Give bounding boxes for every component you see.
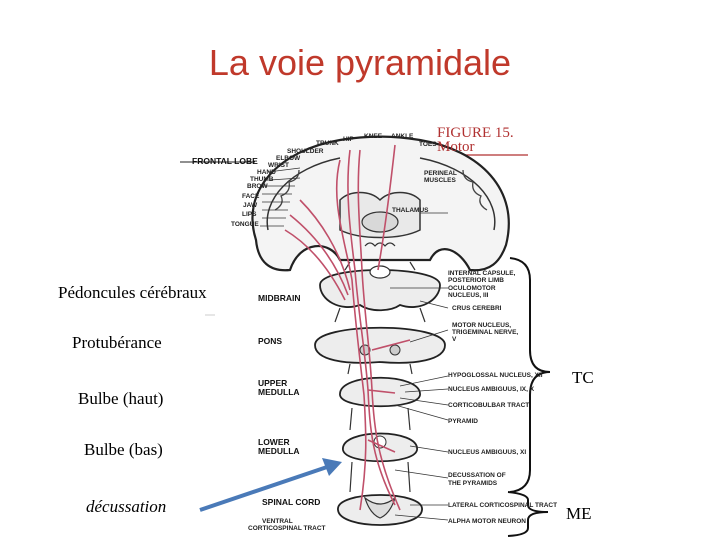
label-bulbe-bas: Bulbe (bas) [84,440,163,459]
label-alpha-motor: ALPHA MOTOR NEURON [448,518,526,525]
tc-brace [509,257,551,493]
label-ambiguus-upper: NUCLEUS AMBIGUUS, IX, X [448,386,535,393]
label-me: ME [566,504,592,523]
label-decussation-2: THE PYRAMIDS [448,480,498,487]
label-oculomotor: OCULOMOTOR NUCLEUS, III [448,285,496,299]
homunculus-shoulder: SHOULDER [287,148,324,155]
homunculus-ankle: ANKLE [391,133,414,140]
label-corticobulbar: CORTICOBULBAR TRACT [448,402,530,409]
label-tc: TC [572,368,594,387]
label-crus-cerebri: CRUS CEREBRI [452,305,502,312]
label-bulbe-haut: Bulbe (haut) [78,389,164,408]
level-upper-medulla-1: UPPER [258,378,288,388]
arrow-head [322,458,342,476]
label-ventral-cst-2: CORTICOSPINAL TRACT [248,525,326,532]
label-pyramid: PYRAMID [448,418,478,425]
page-title: La voie pyramidale [208,42,512,83]
decussation-arrow [199,464,331,512]
label-thalamus: THALAMUS [392,207,429,214]
level-midbrain: MIDBRAIN [258,293,301,303]
homunculus-jaw: JAW [243,202,258,209]
homunculus-wrist: WRIST [268,162,289,169]
label-internal-capsule: INTERNAL CAPSULE, POSTERIOR LIMB [448,270,516,284]
me-brace [507,491,549,537]
label-ventral-cst-1: VENTRAL [262,518,293,525]
homunculus-hand: HAND [257,169,276,176]
homunculus-hip: HIP [343,136,354,143]
label-motor-nucleus: MOTOR NUCLEUS, TRIGEMINAL NERVE, V [452,322,519,343]
label-pedoncules: Pédoncules cérébraux [58,283,207,302]
label-protuberance: Protubérance [72,333,162,352]
figure-subject: Motor [437,139,475,155]
homunculus-knee: KNEE [364,133,383,140]
homunculus-lips: LIPS [242,211,257,218]
figure-number: FIGURE 15. [437,125,514,141]
label-lateral-cst: LATERAL CORTICOSPINAL TRACT [448,502,558,509]
level-pons: PONS [258,336,283,346]
homunculus-toes: TOES [419,141,437,148]
homunculus-trunk: TRUNK [316,140,339,147]
level-lower-medulla-2: MEDULLA [258,446,300,456]
homunculus-brow: BROW [247,183,268,190]
structure-pointers [390,212,449,521]
homunculus-thumb: THUMB [250,176,274,183]
homunculus-elbow: ELBOW [276,155,301,162]
label-decussation: décussation [86,497,167,516]
level-spinal-cord: SPINAL CORD [262,497,321,507]
homunculus-face: FACE [242,193,260,200]
corticospinal-tracts [284,144,411,511]
level-lower-medulla-1: LOWER [258,437,290,447]
figure-caption: FIGURE 15. Motor [437,125,514,155]
thalamus-shape [361,211,399,233]
homunculus-tongue: TONGUE [231,221,259,228]
level-upper-medulla-2: MEDULLA [258,387,300,397]
label-perineal: PERINEAL MUSCLES [424,170,457,184]
label-ambiguus-lower: NUCLEUS AMBIGUUS, XI [448,449,527,456]
level-frontal-lobe: FRONTAL LOBE [192,156,258,166]
label-hypoglossal: HYPOGLOSSAL NUCLEUS, XII [448,372,543,379]
label-decussation-1: DECUSSATION OF [448,472,506,479]
pons-section [314,326,446,364]
